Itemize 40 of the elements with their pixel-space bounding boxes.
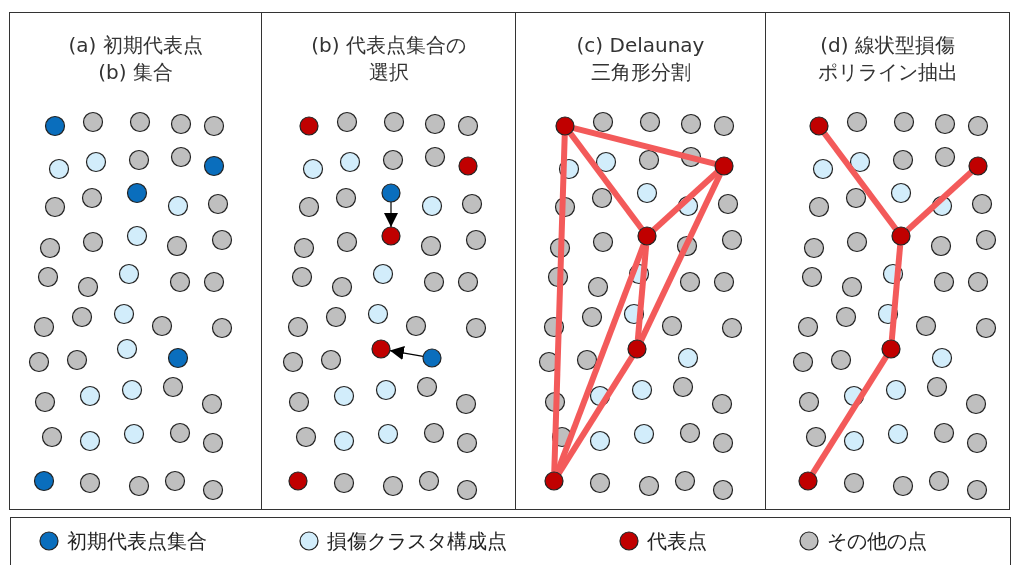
panel-title: (b) 代表点集合の選択: [310, 32, 467, 86]
connector-line: [821, 131, 899, 231]
data-point: [371, 339, 391, 359]
data-point: [288, 471, 308, 491]
data-point: [422, 348, 442, 368]
panel-title: (c) Delaunay 三角形分割: [575, 32, 706, 86]
data-point: [968, 156, 988, 176]
connector-line: [551, 134, 568, 473]
connector-line: [573, 125, 716, 167]
connector-line: [810, 355, 889, 475]
panel: [261, 12, 516, 510]
data-point: [555, 116, 575, 136]
panel-title: (a) 初期代表点 (b) 集合: [67, 32, 204, 86]
connector-line: [567, 131, 645, 231]
panel: [765, 12, 1010, 510]
legend-label: 代表点: [647, 528, 707, 554]
data-point: [809, 116, 829, 136]
data-point: [891, 226, 911, 246]
connector-line: [888, 244, 904, 341]
data-point: [714, 156, 734, 176]
data-point: [881, 339, 901, 359]
connector-line: [651, 169, 720, 233]
data-point: [381, 226, 401, 246]
connector-line: [905, 169, 974, 233]
arrow: [389, 346, 424, 360]
data-point: [627, 339, 647, 359]
legend-label: 初期代表点集合: [67, 528, 207, 554]
panel-title: (d) 線状型損傷ポリライン抽出: [816, 32, 959, 86]
data-point: [798, 471, 818, 491]
data-point: [299, 116, 319, 136]
panel: [9, 12, 262, 510]
arrow: [384, 201, 398, 228]
legend-label: 損傷クラスタ構成点: [327, 528, 507, 554]
data-point: [544, 471, 564, 491]
legend-label: その他の点: [827, 528, 927, 554]
data-point: [458, 156, 478, 176]
connector-line: [638, 172, 723, 343]
data-point: [381, 183, 401, 203]
data-point: [637, 226, 657, 246]
panel: [515, 12, 766, 510]
